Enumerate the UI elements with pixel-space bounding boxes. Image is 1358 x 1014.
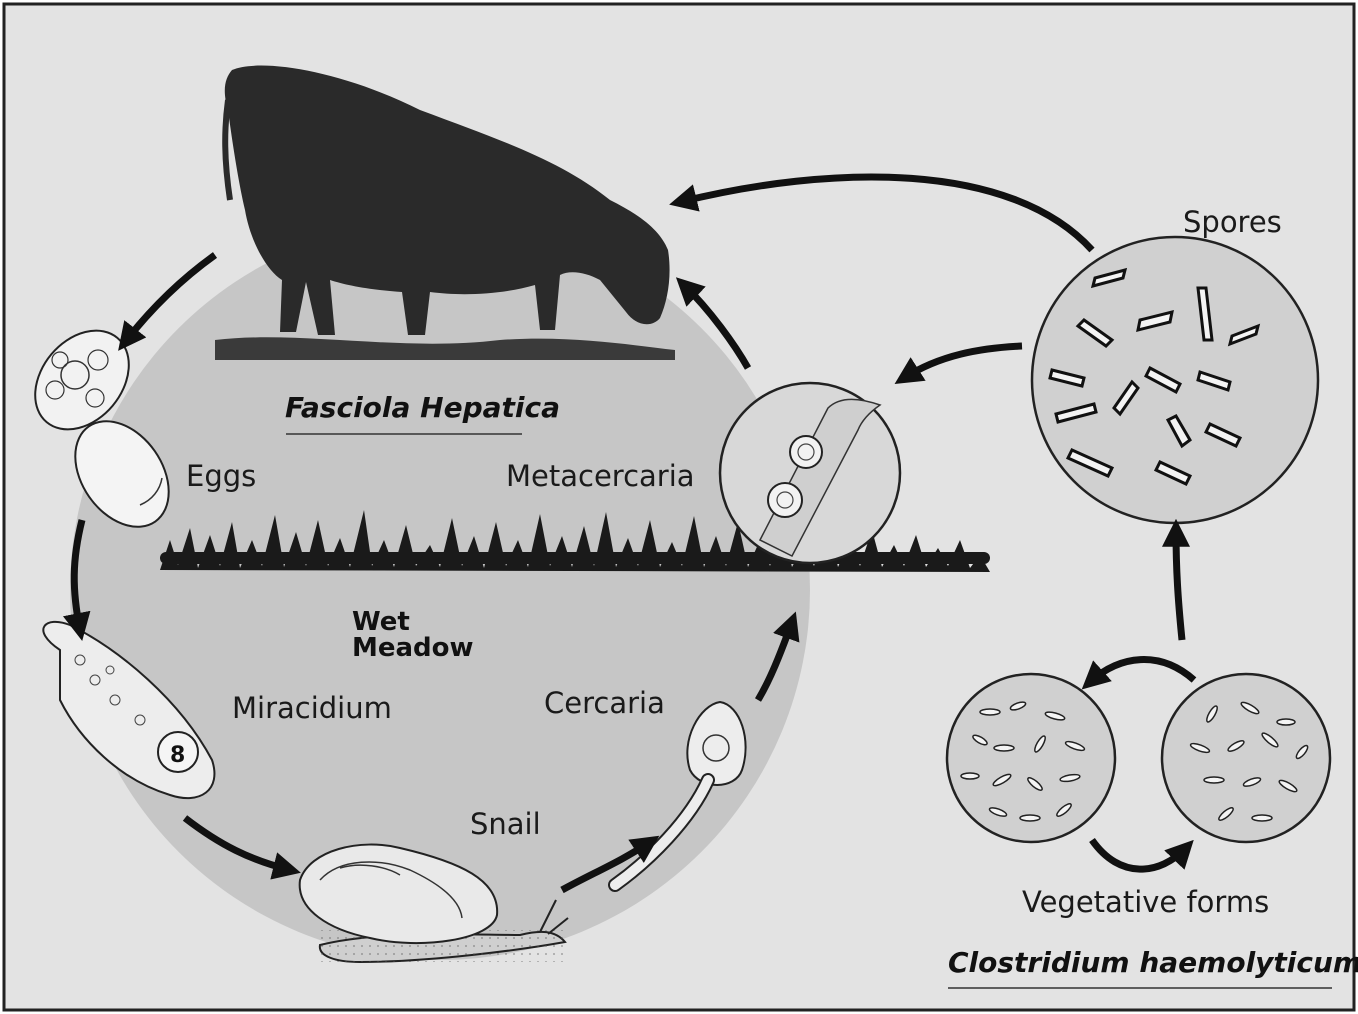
- snail-label: Snail: [470, 807, 541, 841]
- metacercaria-label: Metacercaria: [506, 459, 695, 493]
- clostridium-title: Clostridium haemolyticum: [948, 946, 1358, 979]
- cercaria-label: Cercaria: [544, 686, 665, 720]
- fasciola-title: Fasciola Hepatica: [285, 391, 560, 424]
- svg-text:8: 8: [170, 743, 185, 768]
- fasciola-cycle-circle: [70, 220, 810, 960]
- miracidium-label: Miracidium: [232, 691, 392, 725]
- meadow-label: Meadow: [352, 633, 474, 663]
- vegetative-circle-right: [1162, 674, 1330, 842]
- eggs-label: Eggs: [186, 459, 256, 493]
- vegetative-forms-label: Vegetative forms: [1022, 885, 1269, 919]
- spores-circle: [1032, 237, 1318, 523]
- spores-label: Spores: [1183, 205, 1282, 239]
- metacercaria-on-grass-icon: [720, 383, 900, 563]
- vegetative-circle-left: [947, 674, 1115, 842]
